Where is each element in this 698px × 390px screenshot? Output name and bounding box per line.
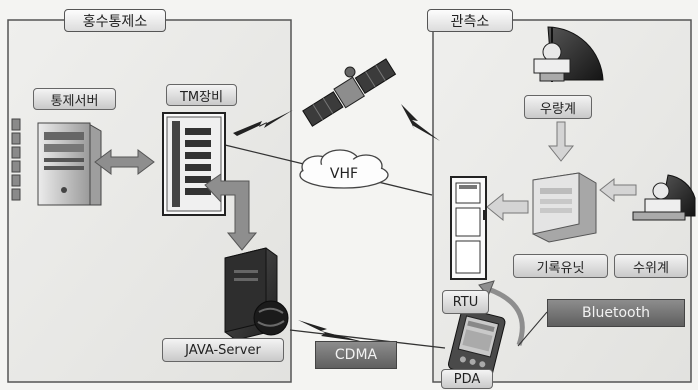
tm-equipment-label: TM장비: [166, 84, 237, 106]
light-arrows: [486, 121, 637, 222]
tm-to-java-arrow: [204, 173, 258, 251]
java-server-label: JAVA-Server: [162, 338, 284, 362]
bluetooth-label: Bluetooth: [547, 299, 685, 327]
lightning-bolt-icon: [233, 104, 440, 342]
tm-equipment-rack-icon: [162, 112, 226, 216]
satellite-icon: [302, 58, 397, 127]
control-server-label: 통제서버: [33, 88, 116, 110]
data-logger-label: 기록유닛: [513, 254, 608, 278]
rtu-label: RTU: [442, 290, 489, 314]
rain-gauge-dome-icon: [533, 26, 604, 82]
bidirectional-arrow-icon: [94, 149, 155, 175]
water-level-dome-icon: [632, 174, 696, 221]
java-server-icon: [224, 247, 289, 341]
cdma-label: CDMA: [315, 341, 397, 369]
pda-device-icon: [447, 308, 506, 379]
vhf-label: VHF: [329, 166, 359, 182]
water-level-label: 수위계: [614, 254, 688, 278]
server-tower-icon: [11, 118, 102, 206]
control-center-title: 홍수통제소: [64, 9, 166, 32]
rtu-cabinet-icon: [450, 176, 487, 280]
data-logger-unit-icon: [532, 172, 597, 243]
station-title: 관측소: [427, 9, 513, 32]
rain-gauge-label: 우량계: [524, 95, 592, 119]
bluetooth-link-arrow: [478, 280, 548, 347]
vhf-cloud-icon: [299, 149, 389, 189]
pda-label: PDA: [441, 369, 493, 389]
